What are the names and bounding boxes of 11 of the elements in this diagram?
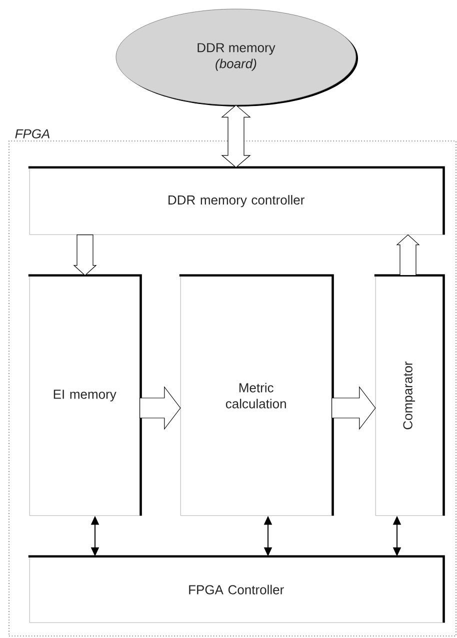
block-arrow	[332, 386, 376, 430]
block-arrow	[73, 234, 97, 276]
process-box: Comparator	[374, 274, 445, 516]
block-arrow	[396, 234, 420, 276]
block-arrow	[221, 104, 251, 168]
process-box: FPGA Controller	[28, 555, 445, 623]
process-box: EI memory	[28, 274, 142, 516]
block-arrow	[140, 386, 181, 430]
process-box: Metric calculation	[179, 274, 334, 516]
process-box: DDR memory controller	[28, 166, 445, 235]
node-label: FPGA	[15, 129, 50, 138]
